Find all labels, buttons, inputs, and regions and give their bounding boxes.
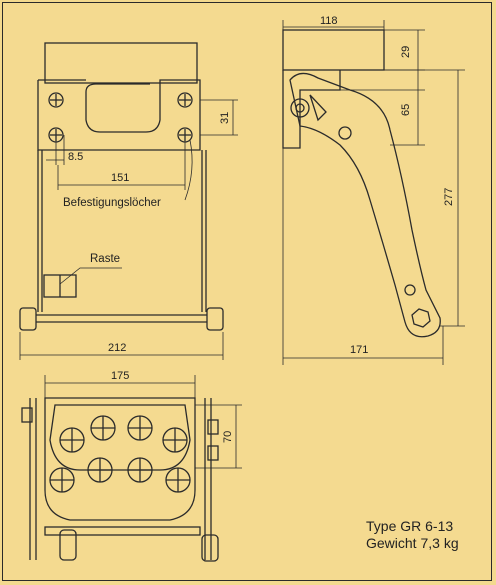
type-label: Type GR 6-13	[366, 518, 454, 534]
drawing-frame	[2, 2, 492, 581]
side-top-block	[282, 29, 385, 71]
tread-hole	[162, 427, 188, 453]
tread-hole	[127, 457, 153, 483]
front-view	[19, 42, 224, 331]
weight-label: Gewicht 7,3 kg	[366, 535, 459, 551]
dim-151: 151	[111, 172, 129, 184]
hinge-block	[207, 419, 219, 435]
hinge-block	[21, 407, 33, 423]
dim-171: 171	[350, 344, 368, 356]
side-view-dimension-lines	[282, 20, 465, 365]
bolt-head	[411, 308, 431, 328]
tread-hole	[59, 427, 85, 453]
front-mounting-plate	[37, 79, 201, 151]
type-info: Type GR 6-13 Gewicht 7,3 kg	[366, 518, 459, 552]
spring-detail	[309, 94, 327, 122]
dim-65: 65	[400, 104, 412, 116]
side-view	[282, 29, 441, 338]
mounting-hole	[48, 92, 64, 108]
top-view	[21, 397, 219, 562]
dim-212: 212	[108, 342, 126, 354]
dim-175: 175	[111, 370, 129, 382]
lever-hole	[404, 284, 416, 296]
tread-hole	[165, 467, 191, 493]
tread-hole	[90, 415, 116, 441]
dim-70: 70	[222, 431, 234, 443]
dim-29: 29	[400, 46, 412, 58]
tread-hole	[49, 467, 75, 493]
dim-8-5: 8.5	[68, 151, 83, 163]
mounting-hole	[177, 92, 193, 108]
label-detent: Raste	[90, 253, 120, 265]
top-roller-right	[201, 534, 219, 562]
pedal-plate	[44, 397, 196, 521]
dim-118: 118	[320, 15, 338, 27]
tread-hole	[87, 457, 113, 483]
front-top-plate	[44, 42, 198, 84]
lever-hole	[338, 126, 352, 140]
label-mounting-holes: Befestigungslöcher	[63, 197, 161, 209]
pivot-hole	[290, 98, 310, 118]
tread-hole	[127, 415, 153, 441]
top-roller-left	[59, 529, 77, 561]
top-view-dimension-lines	[44, 375, 242, 469]
front-view-dimension-lines	[19, 99, 238, 360]
pedal-shaft	[44, 526, 201, 536]
dim-31: 31	[219, 112, 231, 124]
front-roller-right	[206, 307, 224, 331]
dim-277: 277	[443, 188, 455, 206]
side-lever-arm	[289, 72, 441, 338]
mounting-hole	[177, 127, 193, 143]
pedal-inner-plate	[49, 404, 191, 471]
front-roller-left	[19, 307, 37, 331]
hinge-block	[207, 445, 219, 461]
